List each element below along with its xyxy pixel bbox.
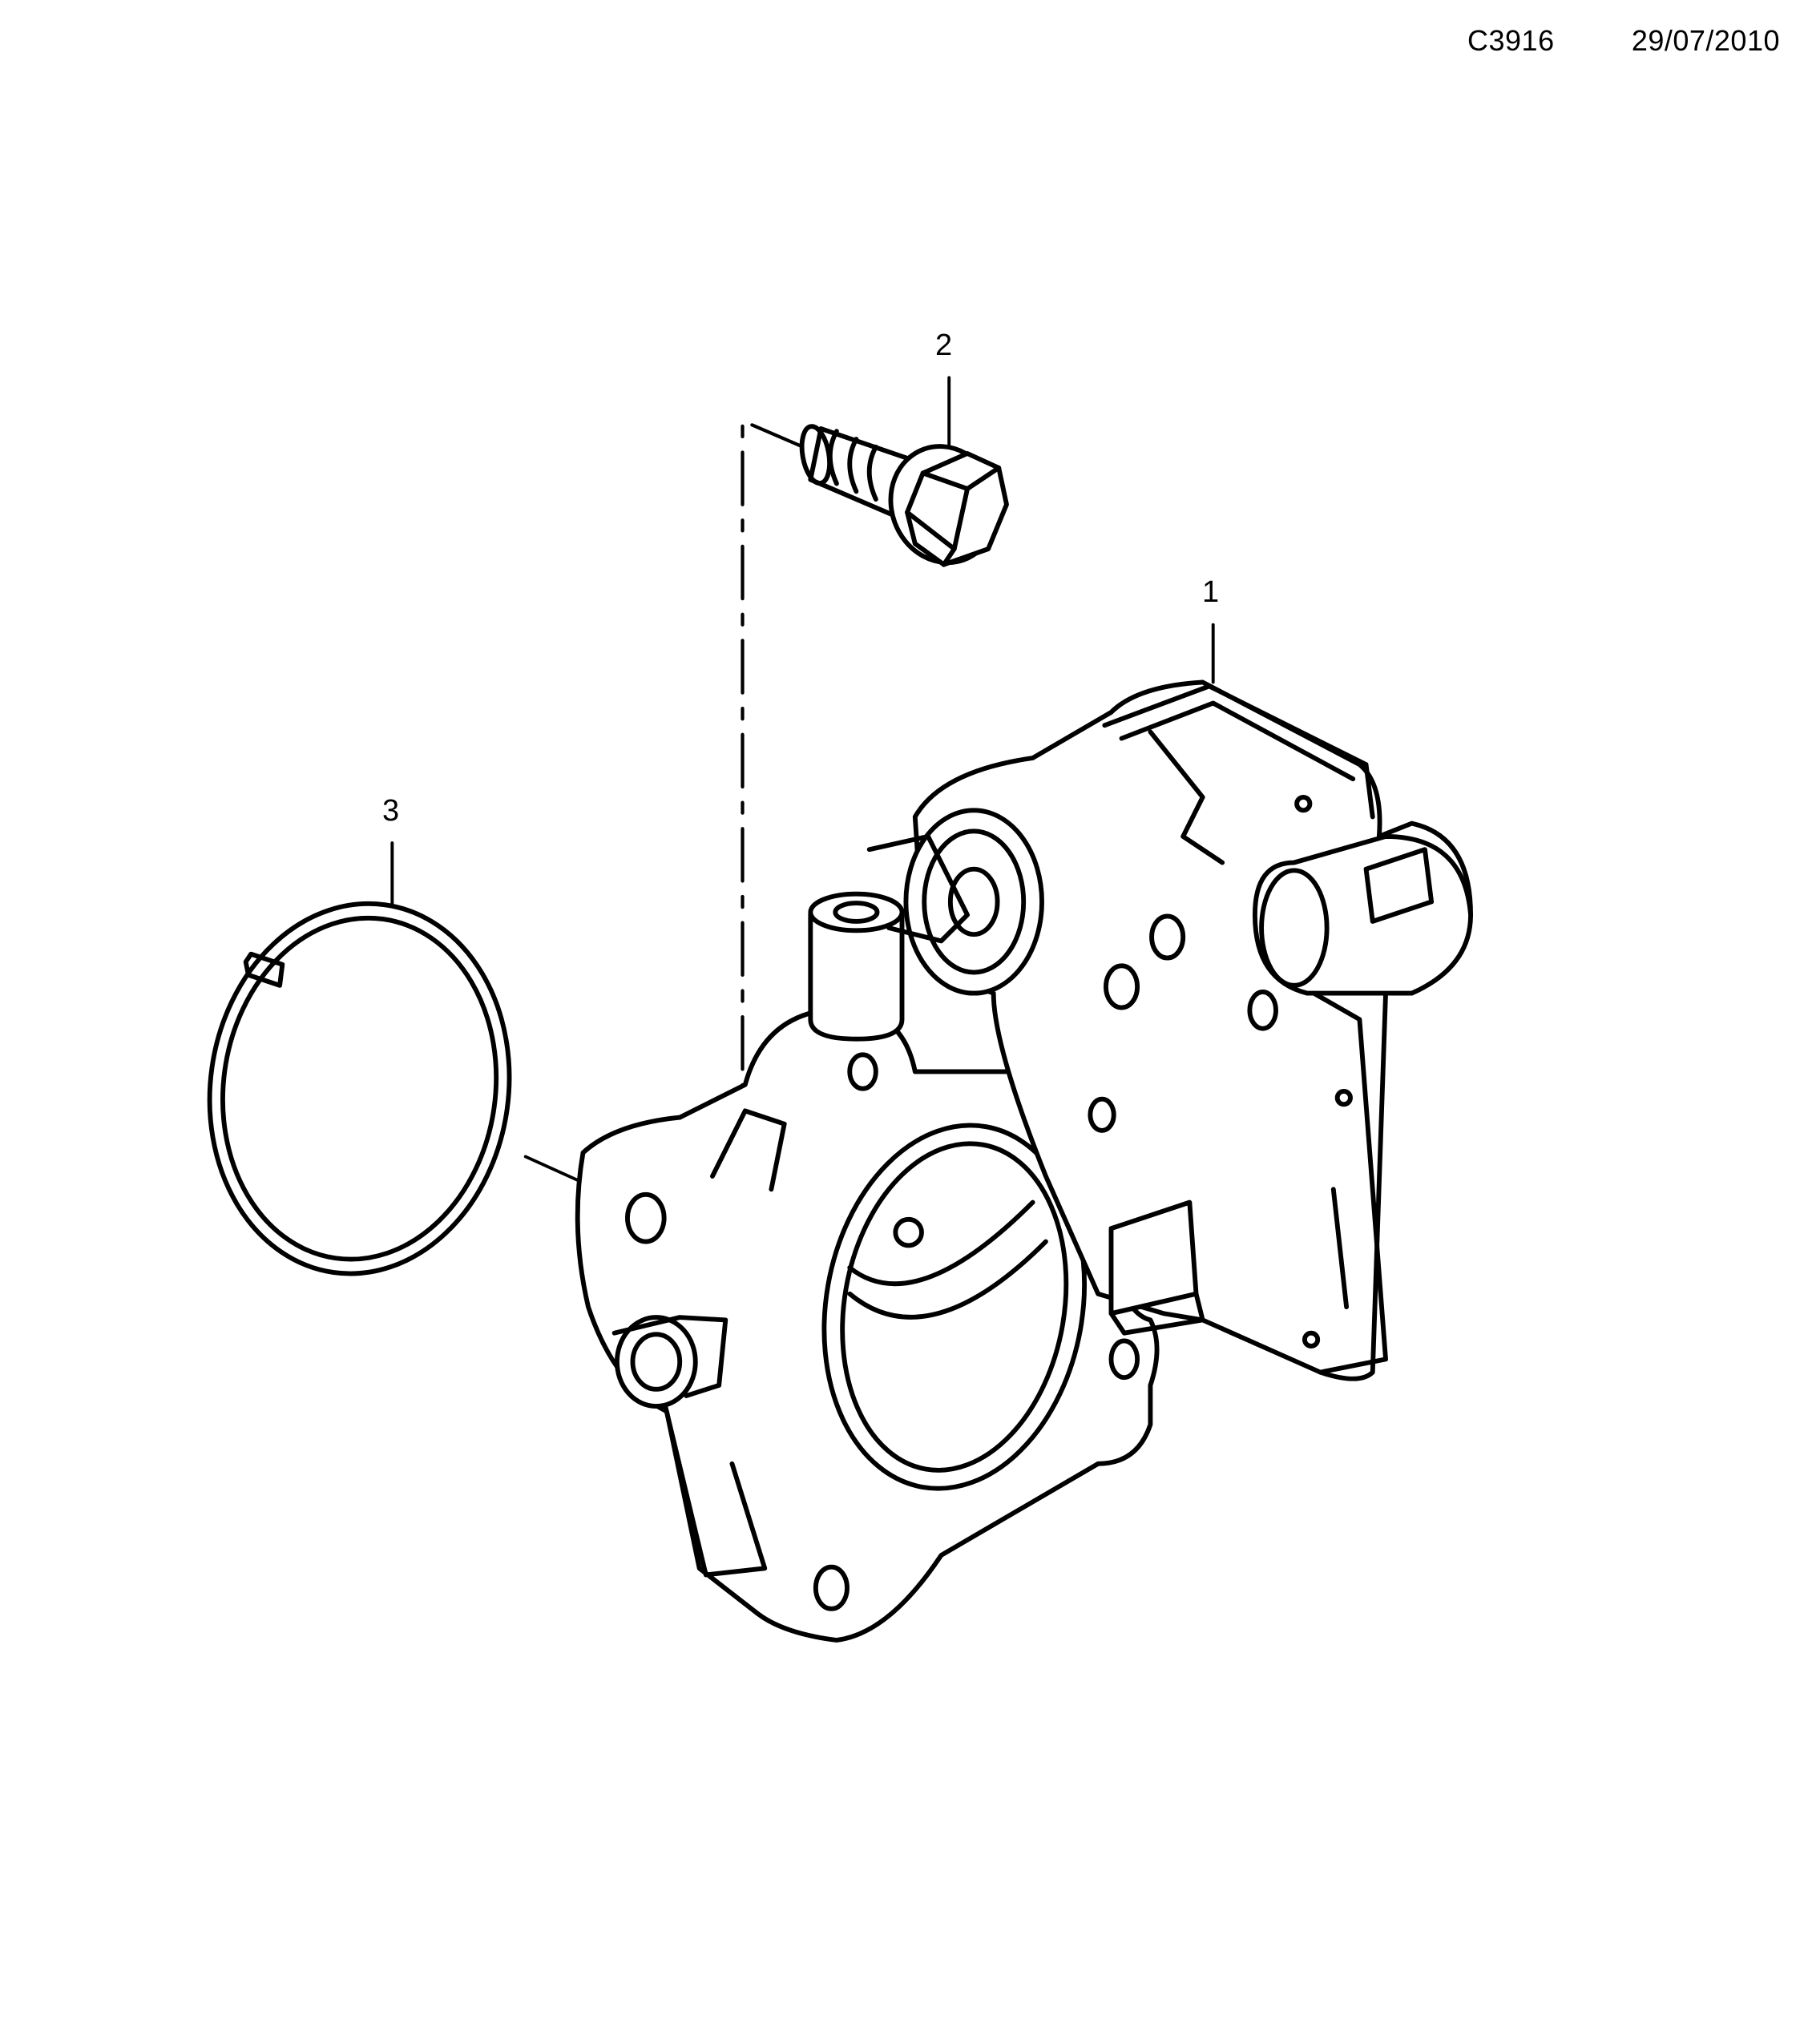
bolt-part: [799, 424, 1009, 567]
callout-label-2: 2: [935, 329, 953, 362]
assembly-line: [662, 419, 802, 1252]
diagram-code: C3916: [1467, 24, 1555, 57]
callout-label-1: 1: [1202, 575, 1220, 609]
callout-label-3: 3: [382, 794, 400, 828]
seal-ring-part: [207, 901, 512, 1276]
throttle-body-part: [575, 679, 1473, 1643]
leader-line-body: [523, 1155, 583, 1183]
diagram-date: 29/07/2010: [1631, 24, 1780, 57]
